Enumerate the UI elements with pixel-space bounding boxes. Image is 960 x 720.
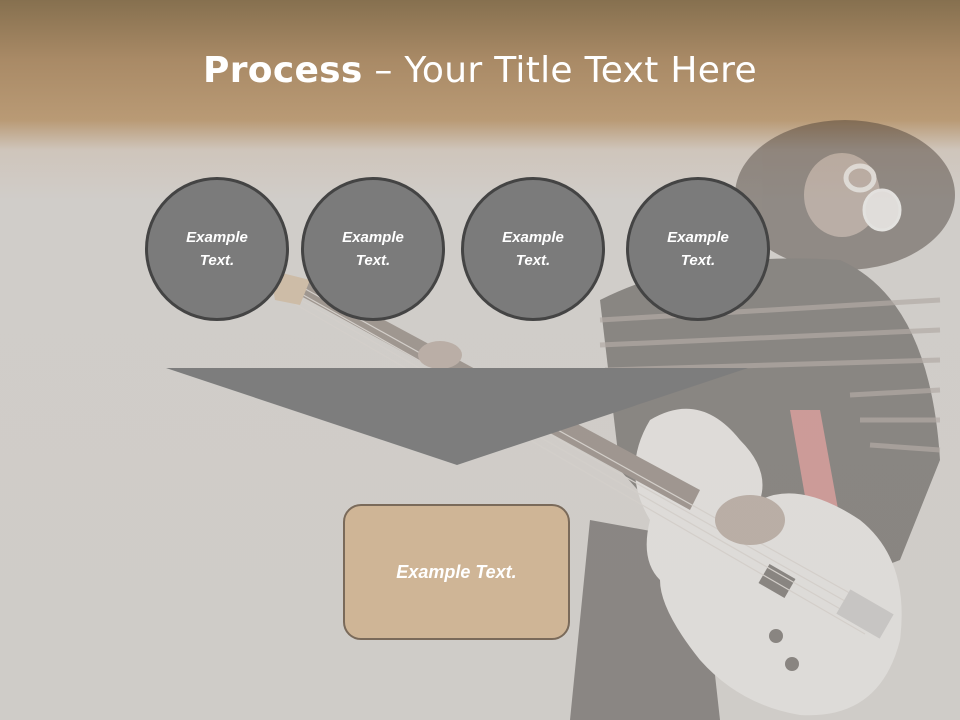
step-label-line2: Text. bbox=[515, 252, 551, 269]
step-label-line1: Example bbox=[502, 229, 564, 246]
title-bold-part: Process bbox=[203, 50, 363, 91]
step-label-line1: Example bbox=[342, 229, 404, 246]
step-label-line1: Example bbox=[667, 229, 729, 246]
result-box: Example Text. bbox=[343, 504, 570, 640]
step-label-line1: Example bbox=[186, 229, 248, 246]
result-text: Example Text. bbox=[396, 561, 517, 582]
slide-title: Process – Your Title Text Here bbox=[0, 50, 960, 91]
title-rest-part: – Your Title Text Here bbox=[362, 50, 757, 91]
step-label-line2: Text. bbox=[355, 252, 391, 269]
funnel-arrow-shape bbox=[166, 368, 748, 465]
step-label-line2: Text. bbox=[199, 252, 235, 269]
step-label-line2: Text. bbox=[680, 252, 716, 269]
